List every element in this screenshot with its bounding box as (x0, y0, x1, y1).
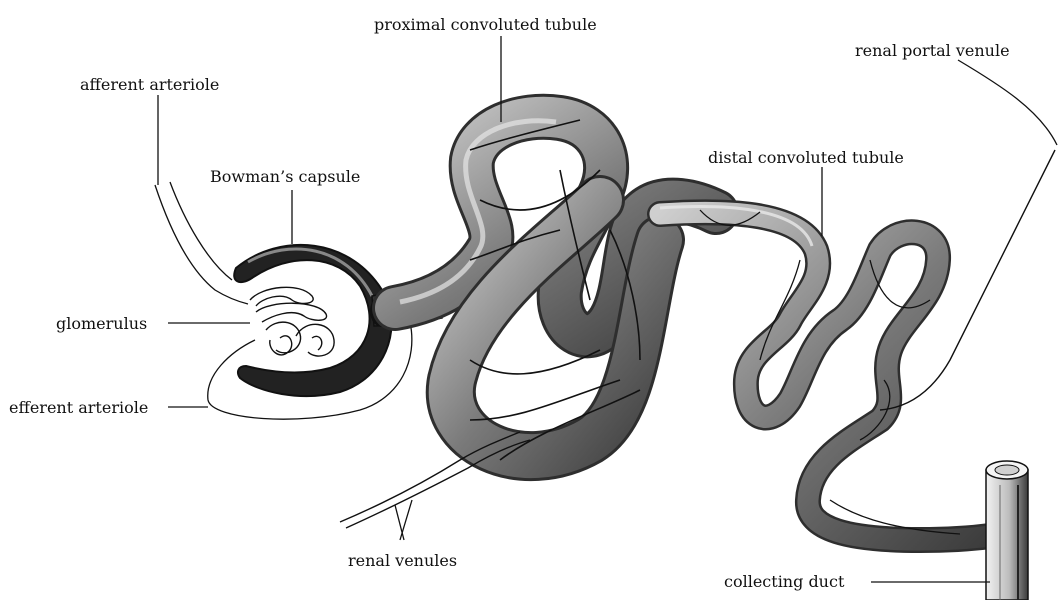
proximal-tubule (395, 117, 716, 460)
distal-tubule (660, 207, 990, 540)
label-distal-tubule: distal convoluted tubule (708, 148, 904, 167)
label-proximal-tubule: proximal convoluted tubule (374, 15, 597, 34)
renal-portal-venule (880, 150, 1055, 410)
label-glomerulus: glomerulus (56, 314, 147, 333)
label-afferent-arteriole: afferent arteriole (80, 75, 219, 94)
label-renal-venules: renal venules (348, 551, 457, 570)
label-efferent-arteriole: efferent arteriole (9, 398, 148, 417)
collecting-duct (986, 461, 1028, 600)
label-renal-portal-venule: renal portal venule (855, 41, 1010, 60)
label-collecting-duct: collecting duct (724, 572, 845, 591)
label-bowmans-capsule: Bowman’s capsule (210, 167, 360, 186)
glomerulus-loops (250, 287, 334, 356)
